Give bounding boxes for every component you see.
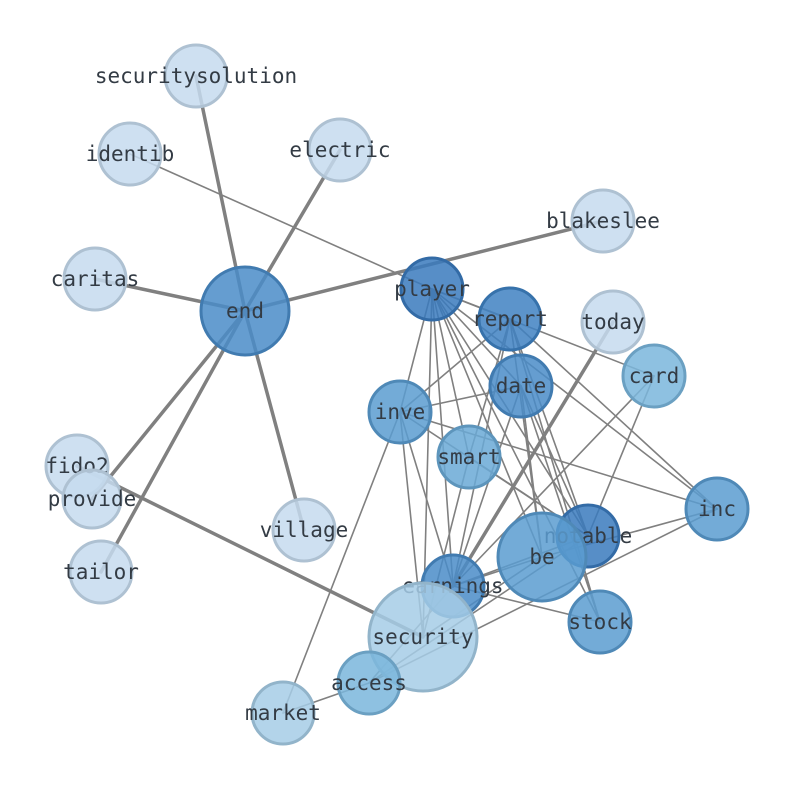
node-be[interactable]: be bbox=[496, 511, 588, 603]
node-inve[interactable]: inve bbox=[367, 379, 433, 445]
node-label: stock bbox=[568, 610, 632, 634]
node-label: player bbox=[394, 277, 470, 301]
node-label: be bbox=[529, 545, 554, 569]
edge-date-earnings bbox=[452, 385, 522, 587]
node-circle[interactable] bbox=[307, 117, 373, 183]
node-access[interactable]: access bbox=[331, 650, 407, 716]
node-stock[interactable]: stock bbox=[567, 589, 633, 655]
node-circle[interactable] bbox=[367, 581, 479, 693]
node-circle[interactable] bbox=[436, 424, 502, 490]
node-inc[interactable]: inc bbox=[684, 476, 750, 542]
node-label: identib bbox=[86, 142, 175, 166]
node-circle[interactable] bbox=[567, 589, 633, 655]
edge-card-earnings bbox=[452, 375, 655, 587]
node-label: inc bbox=[698, 497, 736, 521]
node-circle[interactable] bbox=[68, 539, 134, 605]
node-end[interactable]: end bbox=[199, 265, 291, 357]
node-circle[interactable] bbox=[61, 468, 123, 530]
node-electric[interactable]: electric bbox=[289, 117, 391, 183]
edge-report-inc bbox=[509, 318, 718, 510]
node-circle[interactable] bbox=[488, 353, 554, 419]
node-circle[interactable] bbox=[336, 650, 402, 716]
node-circle[interactable] bbox=[684, 476, 750, 542]
node-circle[interactable] bbox=[399, 256, 465, 322]
node-label: date bbox=[496, 374, 547, 398]
node-market[interactable]: market bbox=[245, 680, 321, 746]
edge-fido2-security bbox=[75, 464, 425, 639]
node-blakeslee[interactable]: blakeslee bbox=[546, 188, 660, 254]
node-caritas[interactable]: caritas bbox=[51, 246, 140, 312]
node-label: provide bbox=[48, 487, 137, 511]
node-label: card bbox=[629, 364, 680, 388]
node-circle[interactable] bbox=[477, 286, 543, 352]
node-circle[interactable] bbox=[199, 265, 291, 357]
edge-date-stock bbox=[520, 385, 601, 623]
edge-inve-inc bbox=[399, 411, 718, 510]
node-label: village bbox=[260, 518, 349, 542]
node-label: electric bbox=[289, 138, 390, 162]
node-player[interactable]: player bbox=[394, 256, 470, 322]
node-date[interactable]: date bbox=[488, 353, 554, 419]
node-label: securitysolution bbox=[95, 64, 297, 88]
node-circle[interactable] bbox=[163, 43, 229, 109]
node-circle[interactable] bbox=[580, 289, 646, 355]
node-circle[interactable] bbox=[621, 343, 687, 409]
node-provide[interactable]: provide bbox=[48, 468, 137, 530]
node-tailor[interactable]: tailor bbox=[63, 539, 139, 605]
nodes-layer: securitysolution identib electric blakeslee… bbox=[44, 43, 750, 746]
edge-today-earnings bbox=[451, 320, 615, 588]
node-report[interactable]: report bbox=[472, 286, 548, 352]
node-security[interactable]: security bbox=[367, 581, 479, 693]
node-securitysolution[interactable]: securitysolution bbox=[95, 43, 297, 109]
node-label: blakeslee bbox=[546, 209, 660, 233]
node-circle[interactable] bbox=[97, 121, 163, 187]
node-label: access bbox=[331, 671, 407, 695]
node-label: smart bbox=[437, 445, 500, 469]
node-label: caritas bbox=[51, 267, 140, 291]
node-label: today bbox=[581, 310, 644, 334]
node-card[interactable]: card bbox=[621, 343, 687, 409]
node-identib[interactable]: identib bbox=[86, 121, 175, 187]
node-circle[interactable] bbox=[367, 379, 433, 445]
node-village[interactable]: village bbox=[260, 497, 349, 563]
node-label: end bbox=[226, 299, 264, 323]
node-circle[interactable] bbox=[250, 680, 316, 746]
node-label: market bbox=[245, 701, 321, 725]
edge-identib-player bbox=[129, 153, 433, 290]
node-today[interactable]: today bbox=[580, 289, 646, 355]
node-circle[interactable] bbox=[496, 511, 588, 603]
edge-report-notable bbox=[509, 318, 589, 537]
node-label: security bbox=[372, 625, 473, 649]
node-circle[interactable] bbox=[62, 246, 128, 312]
edge-end-tailor bbox=[99, 309, 247, 574]
node-label: tailor bbox=[63, 560, 139, 584]
edge-inve-market bbox=[282, 411, 401, 714]
node-circle[interactable] bbox=[271, 497, 337, 563]
edge-player-card bbox=[431, 288, 655, 377]
node-smart[interactable]: smart bbox=[436, 424, 502, 490]
node-label: report bbox=[472, 307, 548, 331]
node-circle[interactable] bbox=[570, 188, 636, 254]
node-label: inve bbox=[375, 400, 426, 424]
